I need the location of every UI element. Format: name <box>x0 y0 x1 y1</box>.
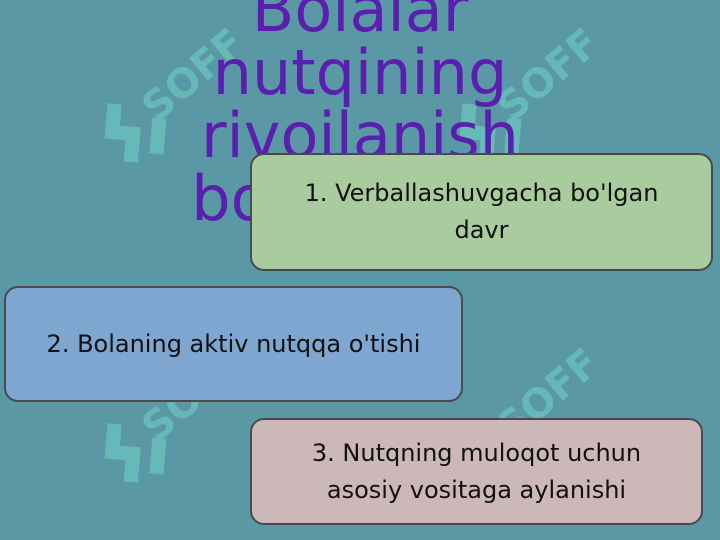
stage-label: 1. Verballashuvgacha bo'lgan davr <box>304 179 659 244</box>
stage-label: 3. Nutqning muloqot uchun asosiy vositag… <box>311 438 642 504</box>
stage-box-2: 2. Bolaning aktiv nutqqa o'tishi <box>4 286 463 402</box>
stage-label: 2. Bolaning aktiv nutqqa o'tishi <box>46 329 421 358</box>
soff-logo-icon <box>104 423 167 483</box>
stage-box-3: 3. Nutqning muloqot uchun asosiy vositag… <box>250 418 703 525</box>
stage-box-1: 1. Verballashuvgacha bo'lgan davr <box>250 153 713 271</box>
